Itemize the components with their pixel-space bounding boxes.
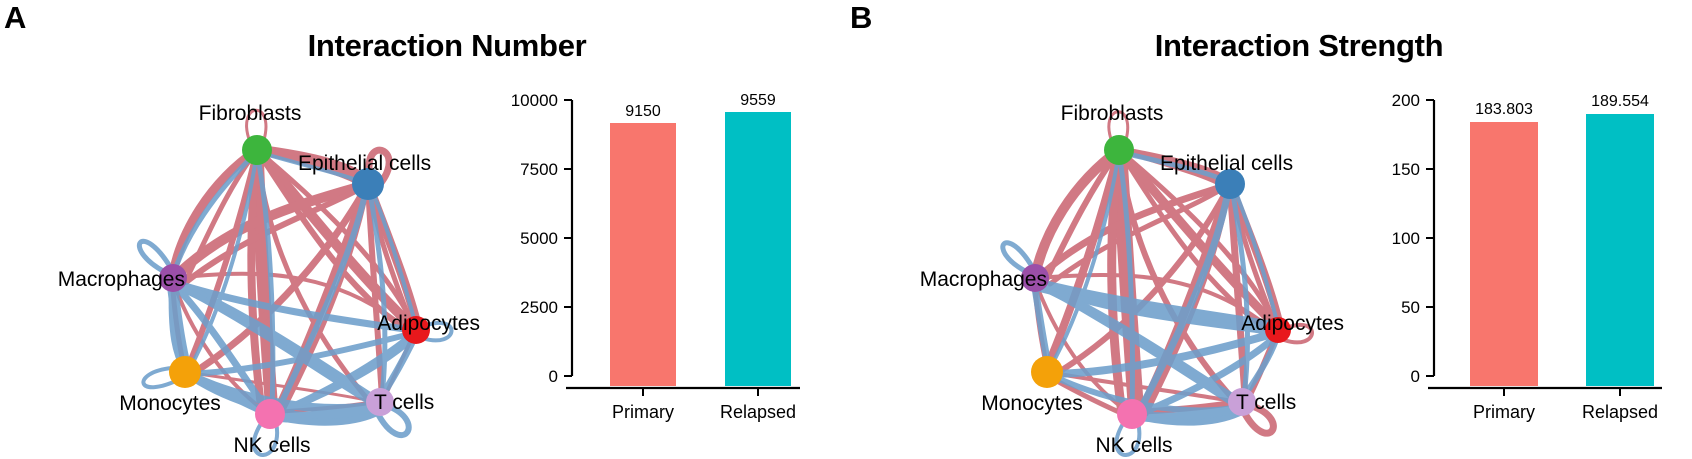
x-category-relapsed: Relapsed [720,402,796,422]
network-svg-b: Fibroblasts Epithelial cells Adipocytes … [920,102,1344,457]
panel-a-network: Fibroblasts Epithelial cells Adipocytes … [10,72,500,457]
node-adipocytes[interactable] [1265,317,1291,343]
x-category-primary: Primary [612,402,674,422]
node-nk-cells[interactable] [255,399,285,429]
barchart-svg-a: 10000 7500 5000 2500 0 9150 9559 [511,91,800,422]
y-tick-label: 200 [1392,91,1420,110]
y-tick-label: 150 [1392,160,1420,179]
node-label-macrophages: Macrophages [920,268,1047,291]
node-epithelial-cells[interactable] [1215,169,1245,199]
barchart-svg-b: 200 150 100 50 0 183.803 189.554 [1392,91,1662,422]
bars-b [1470,114,1654,386]
node-label-fibroblasts: Fibroblasts [199,102,302,125]
y-tick-label: 5000 [520,229,558,248]
y-tick-labels-a: 10000 7500 5000 2500 0 [511,91,558,386]
node-fibroblasts[interactable] [242,135,272,165]
network-nodes-b [1021,135,1291,429]
panel-b: B Interaction Strength [846,0,1692,459]
node-macrophages[interactable] [159,264,187,292]
panel-a-barchart: 10000 7500 5000 2500 0 9150 9559 [500,78,830,454]
y-ticks-a [564,99,572,377]
node-label-fibroblasts: Fibroblasts [1061,102,1164,125]
bar-primary[interactable] [610,123,676,386]
bars-a [610,112,791,386]
bar-primary[interactable] [1470,122,1538,386]
panel-a-label: A [4,0,27,35]
panel-a: A Interaction Number [4,0,830,457]
x-category-primary: Primary [1473,402,1535,422]
node-macrophages[interactable] [1021,264,1049,292]
x-ticks-b [1503,388,1621,396]
y-tick-label: 10000 [511,91,558,110]
node-adipocytes[interactable] [402,316,430,344]
network-svg-a: Fibroblasts Epithelial cells Adipocytes … [58,102,480,457]
node-label-monocytes: Monocytes [981,392,1083,415]
node-nk-cells[interactable] [1117,399,1147,429]
bar-relapsed[interactable] [1586,114,1654,386]
node-label-epithelial-cells: Epithelial cells [298,152,431,175]
panel-b-title: Interaction Strength [1154,28,1444,63]
x-tick-labels-b: Primary Relapsed [1473,402,1658,422]
panel-b-barchart: 200 150 100 50 0 183.803 189.554 [1362,78,1692,454]
node-label-nk-cells: NK cells [233,434,310,457]
x-category-relapsed: Relapsed [1582,402,1658,422]
bar-relapsed[interactable] [725,112,791,386]
node-monocytes[interactable] [1031,356,1063,388]
x-ticks-a [642,388,759,396]
y-tick-label: 0 [549,367,558,386]
node-monocytes[interactable] [169,356,201,388]
y-tick-label: 50 [1401,298,1420,317]
y-tick-label: 7500 [520,160,558,179]
node-label-nk-cells: NK cells [1095,434,1172,457]
x-tick-labels-a: Primary Relapsed [612,402,796,422]
bar-value-labels-a: 9150 9559 [625,92,776,120]
node-epithelial-cells[interactable] [352,168,384,200]
node-t-cells[interactable] [1228,388,1256,416]
bar-value-labels-b: 183.803 189.554 [1475,93,1649,118]
y-tick-label: 0 [1411,367,1420,386]
y-ticks-b [1426,99,1434,377]
y-tick-labels-b: 200 150 100 50 0 [1392,91,1420,386]
y-tick-label: 2500 [520,298,558,317]
network-labels-a: Fibroblasts Epithelial cells Adipocytes … [58,102,480,457]
node-label-t-cells: T cells [1236,391,1296,414]
node-t-cells[interactable] [366,388,394,416]
bar-value-primary: 9150 [625,103,661,120]
bar-value-relapsed: 189.554 [1591,93,1649,110]
node-label-adipocytes: Adipocytes [377,312,480,335]
panel-b-network: Fibroblasts Epithelial cells Adipocytes … [872,72,1362,457]
node-label-monocytes: Monocytes [119,392,221,415]
bar-value-relapsed: 9559 [740,92,776,109]
node-label-epithelial-cells: Epithelial cells [1160,152,1293,175]
node-fibroblasts[interactable] [1104,135,1134,165]
network-labels-b: Fibroblasts Epithelial cells Adipocytes … [920,102,1344,457]
node-label-macrophages: Macrophages [58,268,185,291]
node-label-adipocytes: Adipocytes [1241,312,1344,335]
node-label-t-cells: T cells [374,391,434,414]
panel-a-title: Interaction Number [307,28,587,63]
y-tick-label: 100 [1392,229,1420,248]
bar-value-primary: 183.803 [1475,101,1533,118]
network-nodes-a [159,135,430,429]
panel-b-label: B [850,0,873,35]
